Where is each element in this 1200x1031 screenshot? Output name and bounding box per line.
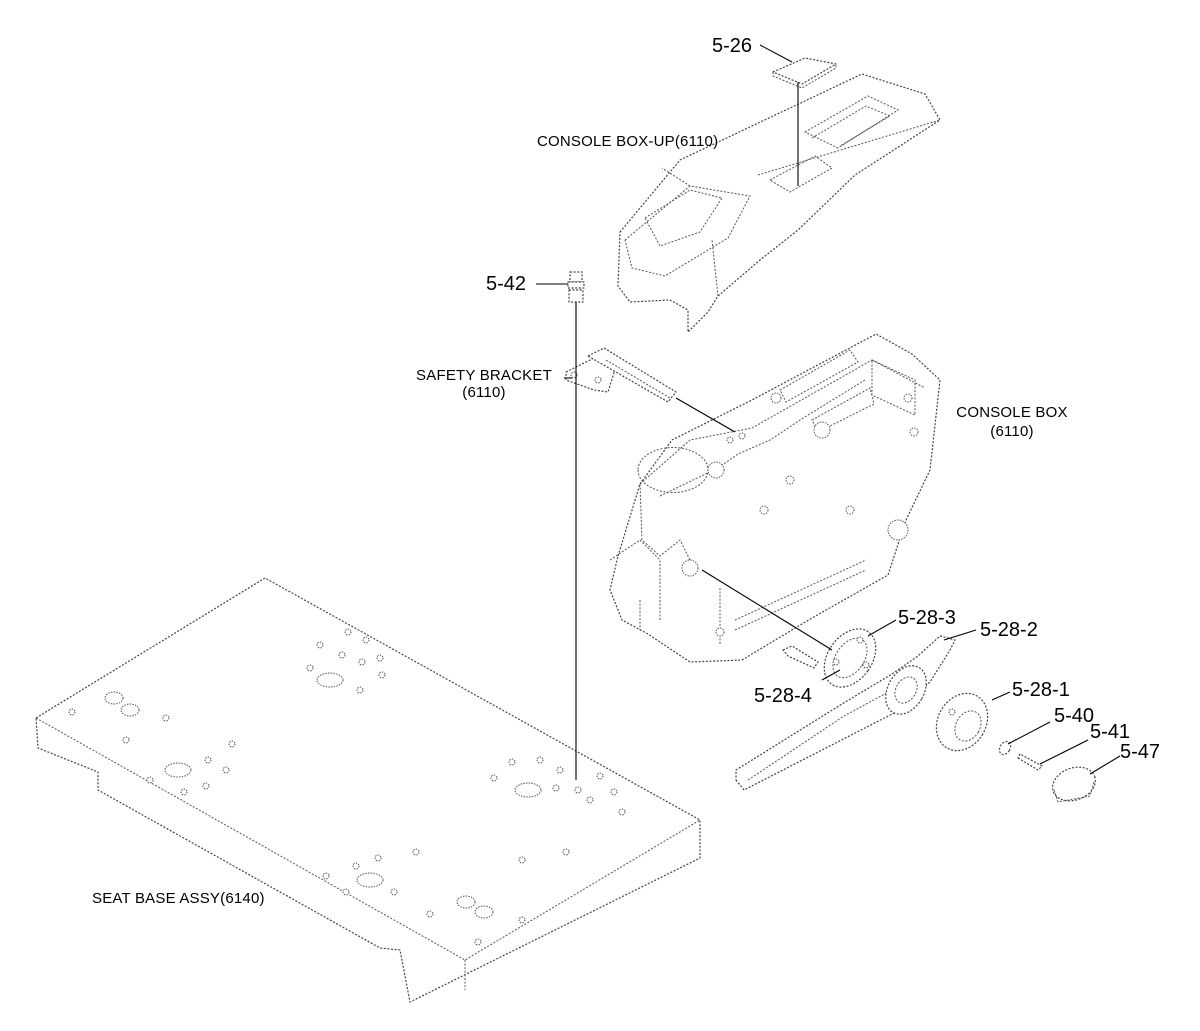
console-box-up-cover [617,73,941,333]
part-number-5-28-4: 5-28-4 [754,685,812,707]
label-safety-bracket-line1: SAFETY BRACKET [416,367,552,384]
label-console-box-line1: CONSOLE BOX [956,404,1068,421]
hub-5-28-1 [935,692,989,752]
washer-5-40 [998,740,1012,756]
leader-lines [536,44,1121,780]
ring-5-28-3 [823,628,877,688]
part-number-5-28-2: 5-28-2 [980,619,1038,641]
part-number-5-42: 5-42 [486,273,527,295]
label-console-box-up: CONSOLE BOX-UP(6110) [537,133,719,150]
part-number-5-28-1: 5-28-1 [1012,679,1070,701]
part-number-5-40: 5-40 [1054,705,1095,727]
screw-5-28-4 [782,645,819,669]
console-box-body [609,333,941,663]
pad-5-26 [772,57,837,89]
label-console-box: CONSOLE BOX (6110) [944,405,1080,439]
part-number-5-26: 5-26 [712,35,753,57]
bolt-5-42 [567,271,585,303]
label-seat-base-assy: SEAT BASE ASSY(6140) [92,890,265,907]
cap-5-47 [1052,766,1096,803]
part-number-5-28-3: 5-28-3 [898,607,956,629]
seat-base-plate [35,577,701,1003]
label-console-box-line2: (6110) [990,423,1034,440]
part-number-5-41: 5-41 [1090,721,1131,743]
part-number-5-47: 5-47 [1120,741,1161,763]
label-safety-bracket: SAFETY BRACKET (6110) [404,368,564,400]
lever-5-28-2 [735,635,956,791]
label-safety-bracket-line2: (6110) [462,384,506,401]
safety-bracket [565,347,677,403]
bolt-5-41 [1017,753,1043,771]
